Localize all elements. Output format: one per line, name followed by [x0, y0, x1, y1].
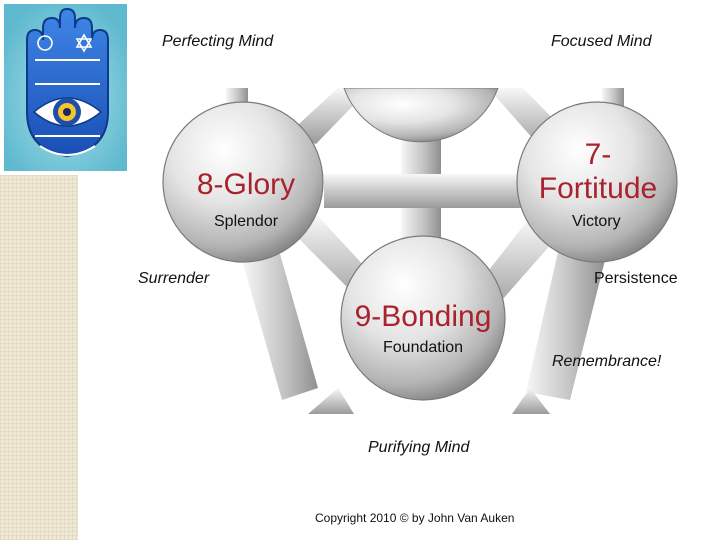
sphere-fortitude: 7- Fortitude — [516, 101, 678, 263]
sphere-bonding: 9-Bonding — [340, 235, 506, 401]
fortitude-sphere-label-line1: 7- — [585, 138, 612, 171]
sphere-top — [343, 88, 499, 143]
persistence-label: Persistence — [594, 270, 678, 287]
focused-mind-label: Focused Mind — [551, 33, 652, 50]
purifying-mind-label: Purifying Mind — [368, 439, 470, 456]
bonding-sphere-label: 9-Bonding — [355, 300, 492, 333]
victory-label: Victory — [572, 213, 621, 230]
foundation-label: Foundation — [383, 339, 464, 356]
hamsa-hand-icon — [4, 4, 127, 171]
hamsa-logo — [0, 0, 131, 175]
copyright-text: Copyright 2010 © by John Van Auken — [315, 511, 515, 525]
glory-sphere-label: 8-Glory — [197, 168, 295, 201]
tree-diagram: 8-Glory 7- Fortitude 9-Bonding — [162, 88, 678, 414]
surrender-label: Surrender — [138, 270, 210, 287]
splendor-label: Splendor — [214, 213, 279, 230]
perfecting-mind-label: Perfecting Mind — [162, 33, 274, 50]
decorative-stripe — [0, 175, 78, 540]
sphere-glory: 8-Glory — [162, 101, 324, 263]
remembrance-label: Remembrance! — [552, 353, 662, 370]
fortitude-sphere-label-line2: Fortitude — [539, 172, 657, 205]
